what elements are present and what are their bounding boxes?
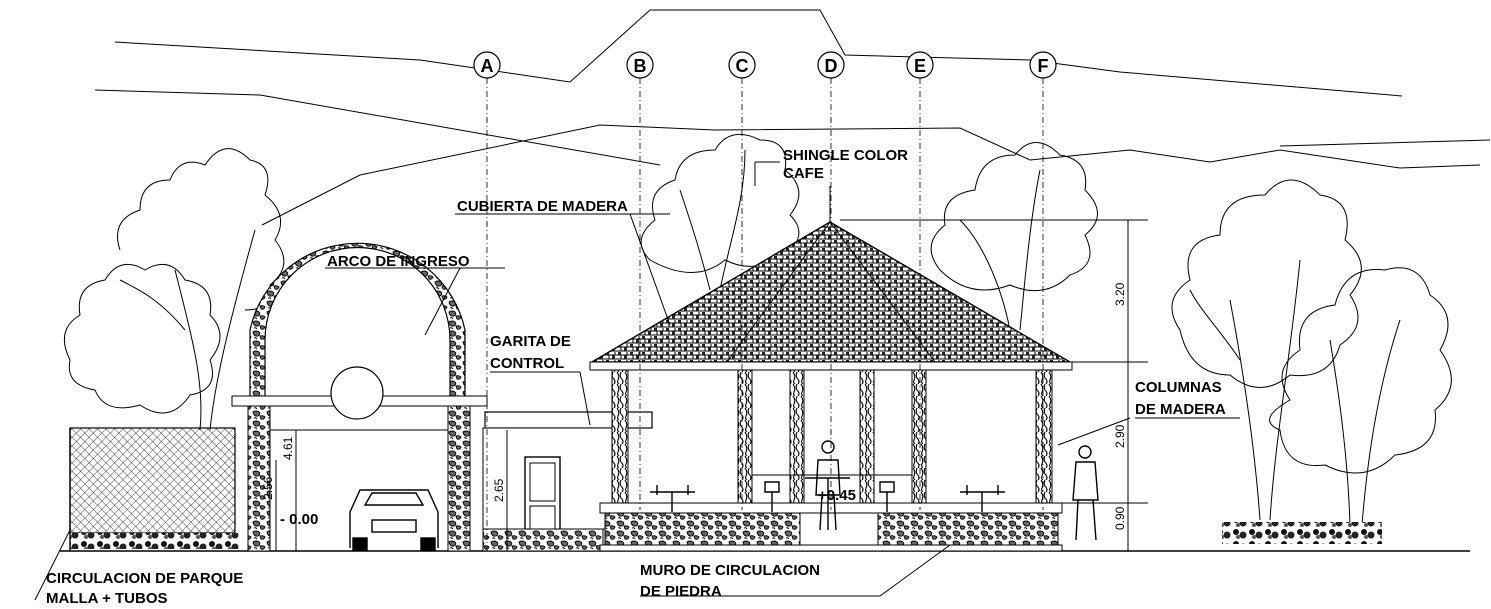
grid-bubble-a: A (473, 51, 501, 79)
leader-lines (34, 161, 1240, 601)
grid-axis-lines (486, 78, 1044, 551)
label-shingle-1: SHINGLE COLOR (783, 147, 908, 164)
person-walking (1072, 445, 1099, 541)
svg-text:A: A (481, 56, 494, 76)
grid-bubble-c: C (728, 51, 756, 79)
dimension-lines (275, 219, 1148, 551)
dim-wall-height: 0.90 (1113, 506, 1127, 530)
dim-roof-height: 3.20 (1113, 282, 1127, 306)
person-kiosk (815, 440, 841, 531)
tree-right-2 (1269, 267, 1452, 526)
label-columnas-2: DE MADERA (1135, 401, 1226, 418)
label-arco: ARCO DE INGRESO (327, 253, 470, 270)
label-columnas-1: COLUMNAS (1135, 379, 1222, 396)
dim-garita-door: 2.65 (492, 478, 506, 502)
car-front (349, 489, 439, 551)
guard-house (482, 411, 653, 552)
svg-text:C: C (736, 56, 749, 76)
label-muro-2: DE PIEDRA (640, 583, 722, 600)
label-garita-2: CONTROL (490, 355, 564, 372)
label-cubierta: CUBIERTA DE MADERA (457, 198, 628, 215)
label-shingle-2: CAFE (783, 165, 824, 182)
level-ground: - 0.00 (280, 511, 318, 528)
label-circulacion-1: CIRCULACION DE PARQUE (46, 570, 243, 587)
svg-text:F: F (1038, 56, 1049, 76)
shrubs-right (1222, 522, 1382, 544)
tree-center-right (930, 142, 1098, 331)
grid-bubbles: A B C D E F (473, 51, 1057, 79)
dim-arch-total: 4.61 (281, 436, 295, 460)
background-mountains (94, 9, 1491, 226)
svg-text:B: B (634, 56, 647, 76)
label-garita-1: GARITA DE (490, 333, 571, 350)
park-fence (69, 427, 240, 551)
label-circulacion-2: MALLA + TUBOS (46, 590, 168, 607)
grid-bubble-d: D (817, 51, 845, 79)
entrance-arch (231, 242, 488, 552)
grid-bubble-f: F (1029, 51, 1057, 79)
svg-text:E: E (914, 56, 926, 76)
tree-left (63, 148, 285, 431)
level-platform: +0.45 (818, 487, 856, 504)
svg-text:D: D (825, 56, 838, 76)
dim-arch-opening: 2.56 (261, 476, 275, 500)
dim-column-height: 2.90 (1113, 424, 1127, 448)
grid-bubble-e: E (906, 51, 934, 79)
label-muro-1: MURO DE CIRCULACION (640, 562, 820, 579)
grid-bubble-b: B (626, 51, 654, 79)
tree-right-1 (1171, 179, 1362, 521)
